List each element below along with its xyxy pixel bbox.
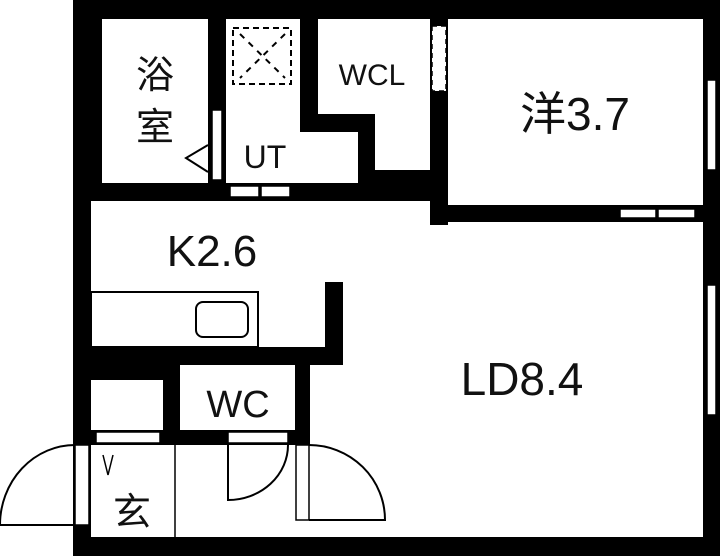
bath-door (211, 109, 223, 181)
entrance-door-frame (74, 444, 90, 526)
washer-pan (232, 27, 292, 85)
window-left (619, 208, 657, 219)
ut-door-left (229, 185, 260, 198)
ld-door-swing (308, 444, 387, 521)
step-mark (102, 454, 114, 476)
room-label-kitchen: K2.6 (167, 227, 258, 276)
ld-door-frame (295, 444, 310, 521)
sink (195, 301, 249, 338)
ut-door-right (260, 185, 291, 198)
room-label-bath-1: 浴 (136, 55, 174, 97)
openings (74, 25, 717, 526)
wc-door-swing (227, 444, 289, 502)
room-label-bath-2: 室 (136, 107, 174, 149)
window-right (657, 208, 696, 219)
fixtures (0, 27, 387, 537)
wcl-door (431, 25, 447, 92)
entrance-door-swing (0, 444, 76, 526)
room-label-ld: LD8.4 (461, 353, 584, 405)
kitchen-counter (90, 291, 259, 348)
room-label-wc: WC (206, 384, 269, 426)
closet-door (95, 431, 161, 444)
wc-door-frame (227, 431, 289, 444)
window-east-top (706, 79, 717, 171)
door-swing-mark (184, 144, 209, 173)
room-label-entrance: 玄 (113, 492, 151, 534)
window-east-bottom (706, 284, 717, 416)
room-label-wcl: WCL (339, 59, 406, 92)
room-label-utility: UT (244, 139, 287, 175)
room-label-western: 洋3.7 (520, 88, 630, 140)
